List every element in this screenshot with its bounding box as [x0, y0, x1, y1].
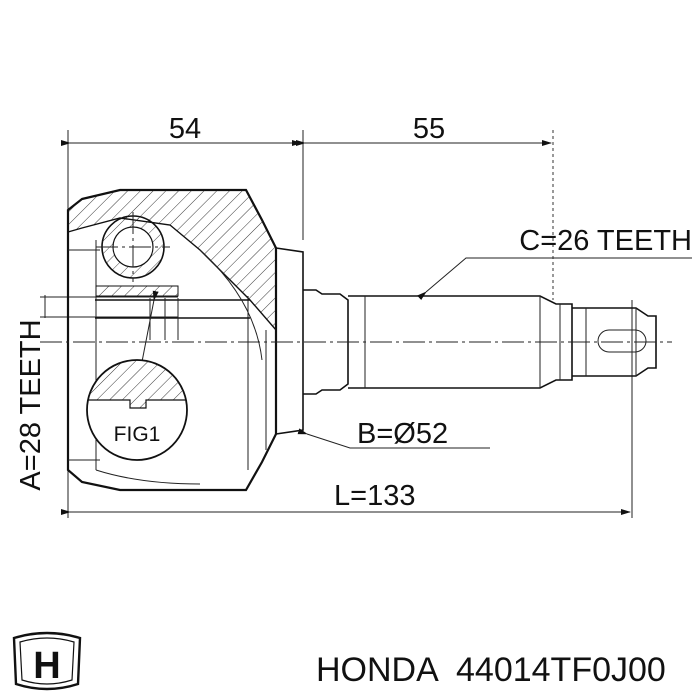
- ball-detail: [96, 212, 170, 282]
- teeth-a-label: A=28 TEETH: [15, 319, 47, 490]
- brand-label: HONDA: [316, 651, 439, 689]
- fig1-detail: [86, 290, 188, 461]
- dim-54-label: 54: [169, 113, 201, 145]
- part-number-label: 44014TF0J00: [456, 651, 666, 689]
- total-length-label: L=133: [334, 480, 415, 512]
- dim-55-label: 55: [413, 113, 445, 145]
- teeth-c-label: C=26 TEETH: [519, 225, 692, 257]
- leader-c: [417, 257, 692, 301]
- honda-logo: H: [12, 631, 82, 691]
- leader-b: [297, 428, 490, 449]
- honda-logo-letter: H: [33, 645, 60, 687]
- fig1-label: FIG1: [114, 423, 161, 446]
- diameter-b-label: B=Ø52: [357, 418, 448, 450]
